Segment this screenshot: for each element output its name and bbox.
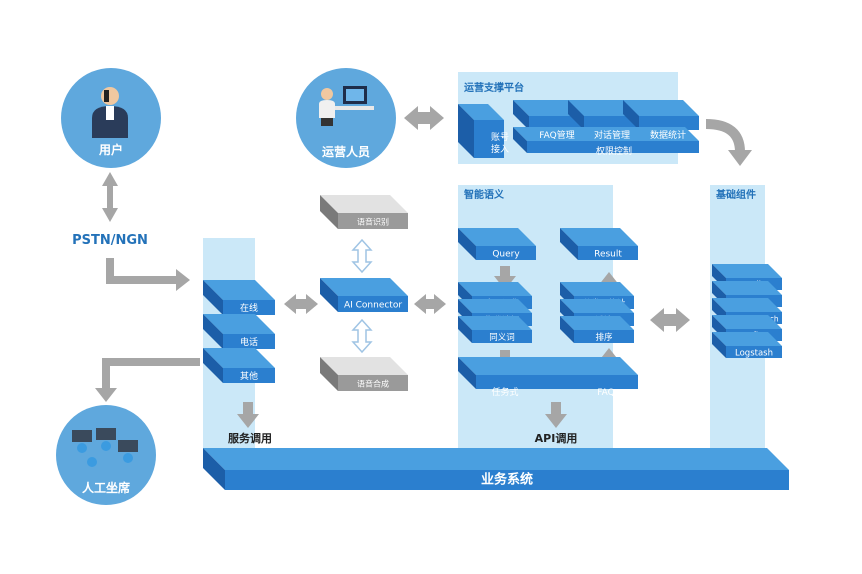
channel-other: 其他 <box>203 348 275 383</box>
operator-desk-icon <box>319 86 374 126</box>
agent-label: 人工坐席 <box>82 480 130 495</box>
user-pstn-arrow <box>102 172 118 222</box>
permission-block <box>513 127 699 153</box>
channel-online-label: 在线 <box>240 302 258 314</box>
faq-label: FAQ <box>597 388 614 398</box>
account-label-1: 账号 <box>491 132 509 143</box>
asr-block-label: 语音识别 <box>357 217 389 227</box>
base-item-4-label: Logstash <box>735 349 773 359</box>
api-call-arrow <box>545 402 567 428</box>
ai-connector: AI Connector <box>320 278 408 312</box>
operator-platform-arrow <box>404 106 444 130</box>
service-call-label: 服务调用 <box>228 431 272 445</box>
account-block <box>458 104 504 158</box>
channel-other-label: 其他 <box>240 370 258 382</box>
dialog-mgmt-label: 对话管理 <box>594 129 630 141</box>
service-call-arrow <box>237 402 259 428</box>
result-block: Result <box>560 228 638 260</box>
stats-label: 数据统计 <box>650 129 686 141</box>
business-system: 业务系统 <box>203 448 789 490</box>
channel-phone: 电话 <box>203 314 275 349</box>
query-block: Query <box>458 228 536 260</box>
query-down-arrow <box>494 266 516 290</box>
synonym-block-label: 同义词 <box>489 333 515 343</box>
synonym-block: 同义词 <box>458 316 532 343</box>
sort-block: 排序 <box>560 316 634 343</box>
query-block-label: Query <box>492 250 520 260</box>
channel-to-agent-arrow <box>95 358 200 402</box>
ops-platform-title: 运营支撑平台 <box>464 81 524 94</box>
sort-block-label: 排序 <box>595 332 613 343</box>
permission-label: 权限控制 <box>596 145 632 157</box>
user-node: 用户 <box>61 68 161 168</box>
semantic-base-arrow <box>650 308 690 332</box>
channel-online: 在线 <box>203 280 275 315</box>
ai-connector-label: AI Connector <box>344 301 402 311</box>
platform-base-arrowhead <box>728 150 752 166</box>
stats-block <box>623 100 699 130</box>
user-label: 用户 <box>98 142 123 157</box>
connector-semantic-arrow <box>414 294 446 314</box>
channel-phone-label: 电话 <box>240 336 258 348</box>
semantic-title: 智能语义 <box>464 188 505 201</box>
base-item-4: Logstash <box>712 332 782 359</box>
asr-block: 语音识别 <box>320 195 408 229</box>
operator-label: 运营人员 <box>322 144 370 159</box>
asr-connector-arrow <box>351 238 373 274</box>
tts-block: 语音合成 <box>320 357 408 391</box>
business-system-label: 业务系统 <box>481 472 533 488</box>
pstn-label: PSTN/NGN <box>72 233 148 248</box>
channel-connector-arrow <box>284 294 318 314</box>
operator-node: 运营人员 <box>296 68 396 168</box>
result-block-label: Result <box>594 250 622 260</box>
agent-node: 人工坐席 <box>56 405 156 505</box>
platform-base-curve-arrow <box>705 119 745 153</box>
pstn-to-channel-arrow <box>106 258 190 291</box>
api-call-label: API调用 <box>535 431 578 445</box>
phone-user-icon <box>92 87 128 138</box>
base-title: 基础组件 <box>715 188 756 201</box>
task-faq-block <box>458 357 638 389</box>
faq-mgmt-label: FAQ管理 <box>539 129 574 141</box>
task-label: 任务式 <box>491 386 518 398</box>
tts-block-label: 语音合成 <box>357 379 389 389</box>
tts-connector-arrow <box>351 318 373 354</box>
account-label-2: 接入 <box>491 143 509 155</box>
call-center-icon <box>72 428 138 467</box>
